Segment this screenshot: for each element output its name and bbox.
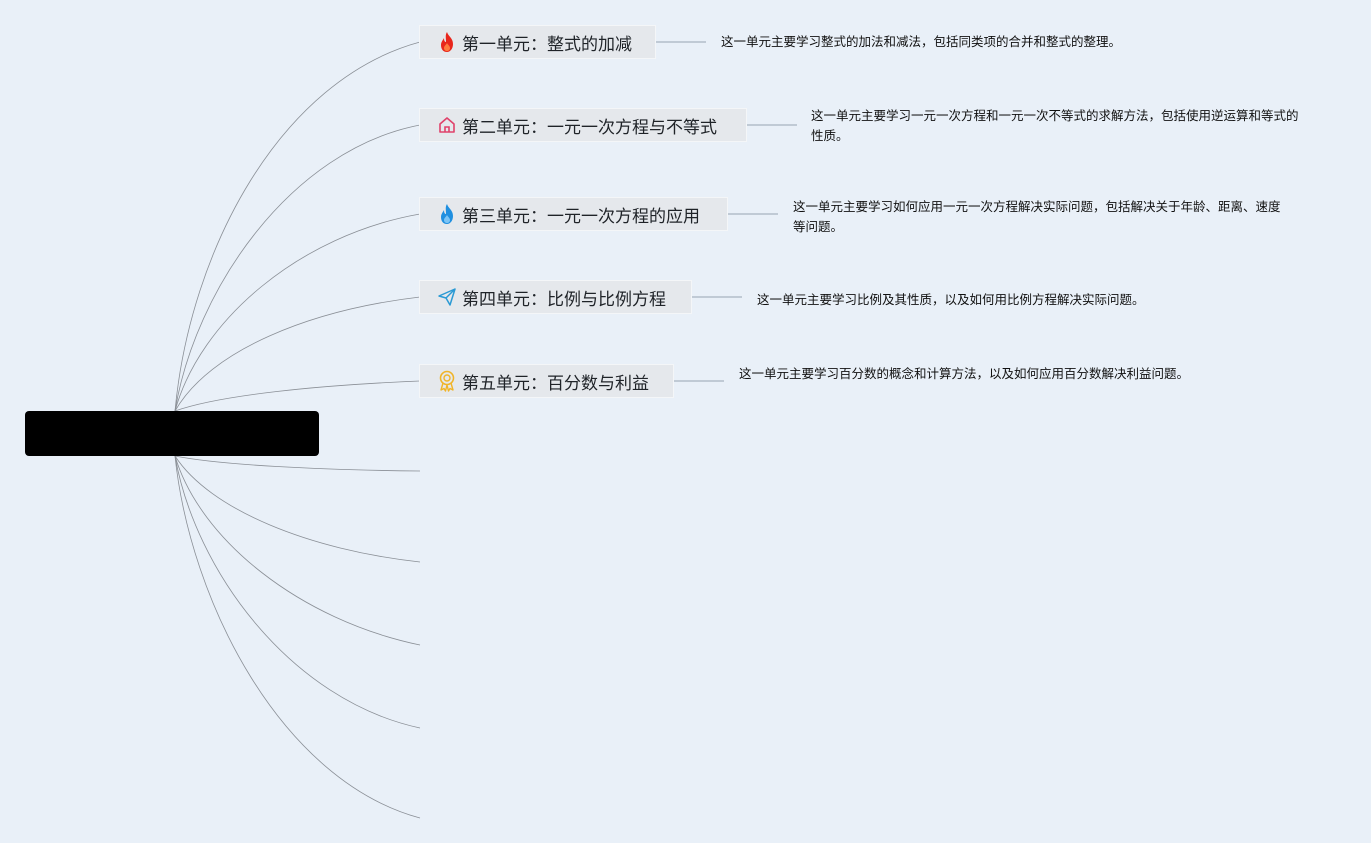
branch-line-7 — [174, 455, 421, 563]
description-unit-5: 这一单元主要学习百分数的概念和计算方法，以及如何应用百分数解决利益问题。 — [739, 366, 1190, 381]
branch-line-1 — [174, 41, 421, 412]
house-icon — [436, 114, 458, 136]
description-unit-2: 这一单元主要学习一元一次方程和一元一次不等式的求解方法，包括使用逆运算和等式的性… — [811, 108, 1299, 143]
branch-line-6 — [174, 455, 421, 472]
flame-icon — [436, 203, 458, 225]
description-unit-3: 这一单元主要学习如何应用一元一次方程解决实际问题，包括解决关于年龄、距离、速度等… — [793, 199, 1281, 234]
central-topic[interactable] — [25, 411, 319, 456]
description-unit-4: 这一单元主要学习比例及其性质，以及如何用比例方程解决实际问题。 — [757, 292, 1145, 307]
topic-unit-5-title: 第五单元：百分数与利益 — [462, 373, 649, 394]
topic-unit-3-title: 第三单元：一元一次方程的应用 — [462, 206, 700, 227]
branch-line-3 — [174, 213, 421, 412]
topic-unit-4-title: 第四单元：比例与比例方程 — [462, 289, 666, 310]
branch-line-8 — [174, 455, 421, 646]
award-badge-icon — [436, 370, 458, 392]
branch-line-5 — [174, 380, 421, 412]
description-unit-1: 这一单元主要学习整式的加法和减法，包括同类项的合并和整式的整理。 — [721, 34, 1122, 49]
topic-unit-3[interactable]: 第三单元：一元一次方程的应用 — [419, 197, 728, 231]
fire-icon — [436, 31, 458, 53]
branch-line-10 — [174, 455, 421, 819]
topic-unit-2[interactable]: 第二单元：一元一次方程与不等式 — [419, 108, 747, 142]
branch-line-4 — [174, 296, 421, 412]
topic-unit-4[interactable]: 第四单元：比例与比例方程 — [419, 280, 692, 314]
paper-plane-icon — [436, 286, 458, 308]
branch-line-9 — [174, 455, 421, 729]
topic-unit-1-title: 第一单元：整式的加减 — [462, 34, 632, 55]
branch-line-2 — [174, 124, 421, 412]
topic-unit-2-title: 第二单元：一元一次方程与不等式 — [462, 117, 717, 138]
topic-unit-5[interactable]: 第五单元：百分数与利益 — [419, 364, 674, 398]
topic-unit-1[interactable]: 第一单元：整式的加减 — [419, 25, 656, 59]
